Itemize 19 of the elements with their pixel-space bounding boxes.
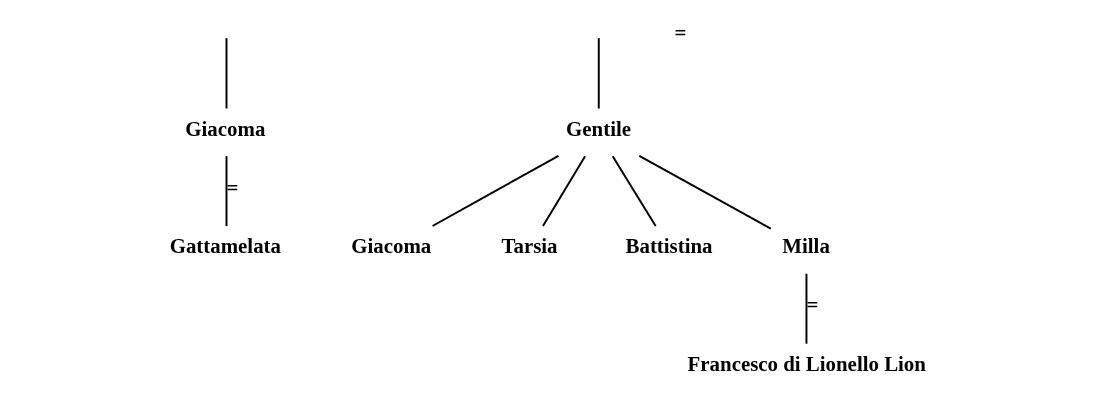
connector: [805, 272, 807, 345]
node-text: Battistina: [625, 234, 713, 259]
connector: [541, 155, 586, 228]
label: =: [674, 21, 686, 46]
connector: [597, 37, 600, 110]
edge-label: =: [226, 175, 238, 200]
node-text: Tarsia: [500, 234, 558, 259]
connector: [611, 155, 657, 228]
node-text: Milla: [781, 234, 830, 259]
connector: [225, 37, 227, 110]
edge-label: =: [805, 293, 818, 318]
node-text: Giacoma: [184, 116, 265, 141]
node-text: Gentile: [565, 116, 631, 141]
connector: [431, 154, 559, 227]
node-text: Francesco di Lionello Lion: [687, 351, 926, 376]
connector: [637, 154, 772, 230]
connector: [225, 155, 227, 228]
node-text: Gattamelata: [169, 234, 281, 259]
node-text: Giacoma: [350, 234, 431, 259]
